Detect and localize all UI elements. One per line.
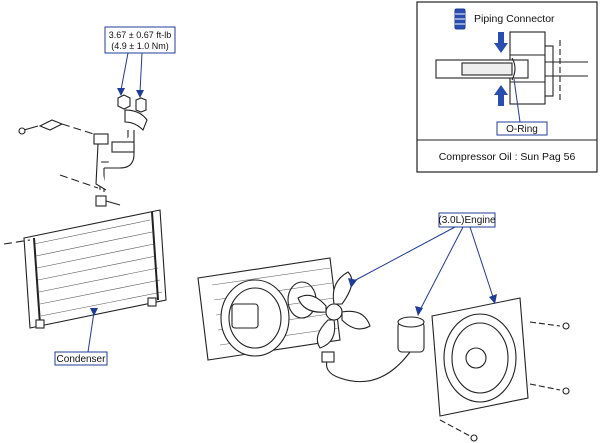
torque-line2: (4.9 ± 1.0 Nm): [111, 41, 168, 51]
torque-line1: 3.67 ± 0.67 ft-lb: [109, 30, 171, 40]
inset-panel: Piping Connector O-Ring Compressor Oil :…: [416, 1, 598, 173]
pipe-arrows: [494, 32, 508, 106]
condenser: [3, 209, 167, 329]
condenser-label: Condenser: [57, 354, 107, 365]
oring-callout: [496, 121, 548, 136]
piping-connector-label: Piping Connector: [474, 13, 555, 25]
fan-shroud: [431, 297, 570, 442]
torque-callout: 3.67 ± 0.67 ft-lb (4.9 ± 1.0 Nm): [104, 26, 176, 98]
condenser-callout: Condenser: [54, 308, 108, 366]
fan-motor: [321, 316, 425, 383]
engine-label: (3.0L)Engine: [438, 215, 496, 226]
pipe-detail: [435, 31, 588, 105]
pipe-assembly: [18, 94, 148, 207]
oring-leader: [513, 78, 521, 123]
piping-connector-icon: [454, 8, 466, 30]
radiator-assembly: [197, 257, 341, 361]
inset-footer: Compressor Oil : Sun Pag 56: [439, 151, 576, 163]
fan-blade: [297, 271, 371, 349]
engine-callout: (3.0L)Engine: [348, 212, 497, 316]
oring-label: O-Ring: [506, 124, 538, 135]
